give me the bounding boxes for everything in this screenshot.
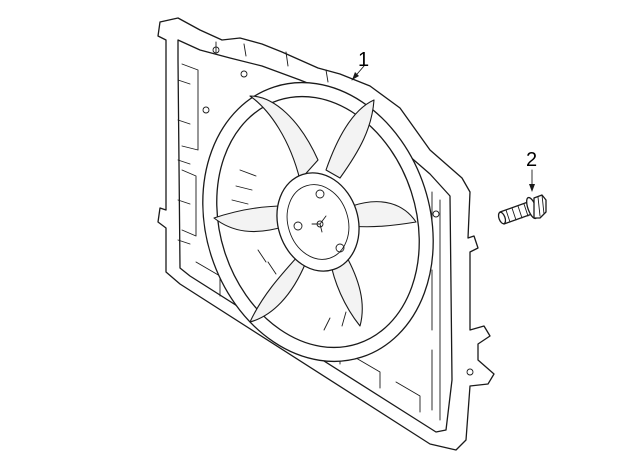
fan-blades	[213, 95, 417, 331]
bolt	[497, 194, 547, 225]
callout-2: 2	[526, 149, 537, 171]
callout-2-leader	[529, 169, 535, 192]
callout-1-leader	[351, 65, 365, 81]
fan-hub	[276, 172, 360, 272]
callout-1: 1	[358, 49, 369, 71]
